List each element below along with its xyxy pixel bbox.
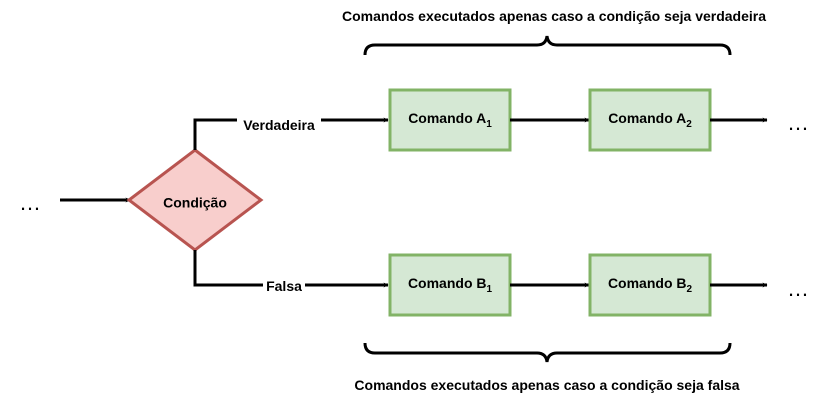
false-label-bg <box>263 277 305 295</box>
bottom-brace <box>363 342 732 363</box>
top-end-ellipsis: … <box>787 110 809 135</box>
bottom-annotation: Comandos executados apenas caso a condiç… <box>354 377 739 393</box>
top-brace <box>363 35 732 56</box>
true-branch-connector <box>193 117 389 150</box>
false-branch-connector <box>193 250 389 288</box>
bottom-end-ellipsis: … <box>787 276 809 301</box>
command-a2-label: Comando A2 <box>608 110 692 130</box>
start-ellipsis: … <box>19 190 41 215</box>
command-b2-label: Comando B2 <box>608 275 693 295</box>
true-label-bg <box>237 116 321 134</box>
command-b1-label: Comando B1 <box>408 275 493 295</box>
command-b2-box <box>588 253 712 317</box>
top-annotation: Comandos executados apenas caso a condiç… <box>342 8 766 24</box>
condition-label: Condição <box>163 195 227 211</box>
true-branch-label: Verdadeira <box>243 117 315 133</box>
command-b1-box <box>388 253 512 317</box>
command-a1-label: Comando A1 <box>408 110 492 130</box>
false-branch-label: Falsa <box>266 278 302 294</box>
command-a2-box <box>588 88 712 152</box>
